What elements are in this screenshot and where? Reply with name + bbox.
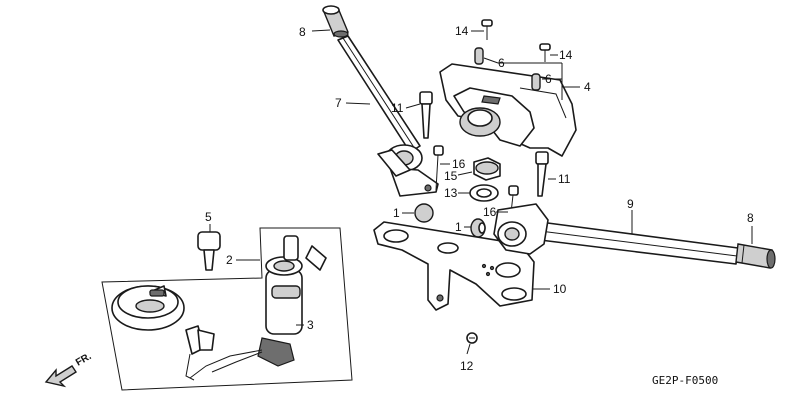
fuel-cap (111, 285, 185, 331)
screw-14a (481, 19, 493, 40)
right-grip-end (735, 243, 776, 269)
bolt-11b (535, 151, 549, 197)
callout-10-lower-holder: 10 (553, 282, 567, 296)
front-direction-label: FR. (74, 351, 94, 369)
callout-14-screw-a: 14 (455, 24, 469, 38)
left-grip-end (322, 5, 349, 38)
callout-16-bolt-a: 16 (452, 157, 466, 171)
callout-14-screw-b: 14 (559, 48, 573, 62)
callout-2-ignition-set: 2 (226, 253, 233, 267)
rubber-1b (470, 218, 486, 238)
callout-13-washer: 13 (444, 186, 458, 200)
callout-6-pin-b: 6 (545, 72, 552, 86)
lower-holder (373, 221, 535, 311)
ignition-switch-3 (189, 235, 327, 379)
screw-14b (539, 43, 551, 62)
callout-numbers: 8 7 14 14 6 6 4 11 16 15 13 11 1 1 16 9 … (205, 24, 754, 373)
callout-8-right-grip: 8 (747, 211, 754, 225)
callout-11-bolt-b: 11 (558, 172, 571, 186)
callout-1-rubber-b: 1 (455, 220, 462, 234)
key-5 (197, 231, 221, 271)
callout-5-key: 5 (205, 210, 212, 224)
callout-1-rubber-a: 1 (393, 206, 400, 220)
callout-15-nut: 15 (444, 169, 458, 183)
callout-12-screw: 12 (460, 359, 474, 373)
left-handlebar (337, 35, 439, 197)
callout-6-pin-a: 6 (498, 56, 505, 70)
callout-7-left-handlebar: 7 (335, 96, 342, 110)
callout-4-upper-holder: 4 (584, 80, 591, 94)
rubber-1a (414, 203, 434, 223)
callout-16-bolt-b: 16 (483, 205, 497, 219)
front-direction-arrow: FR. (44, 351, 94, 388)
ignition-set-frame (101, 227, 353, 391)
callout-11-bolt-a: 11 (391, 101, 404, 115)
upper-holder (439, 63, 577, 157)
seat-lock-body (185, 325, 215, 381)
dowel-pin-6b (531, 73, 541, 91)
diagram-code: GE2P-F0500 (652, 374, 718, 387)
nut-15 (473, 157, 501, 181)
callout-9-right-handlebar: 9 (627, 197, 634, 211)
bolt-16a (433, 145, 444, 191)
dowel-pin-6a (474, 47, 484, 65)
bolt-11a (419, 91, 433, 139)
callout-3-ignition-switch: 3 (307, 318, 314, 332)
callout-8-left-grip: 8 (299, 25, 306, 39)
washer-13 (469, 184, 499, 202)
right-handlebar (493, 203, 739, 265)
screw-12 (466, 332, 478, 344)
leader-lines (209, 29, 753, 355)
